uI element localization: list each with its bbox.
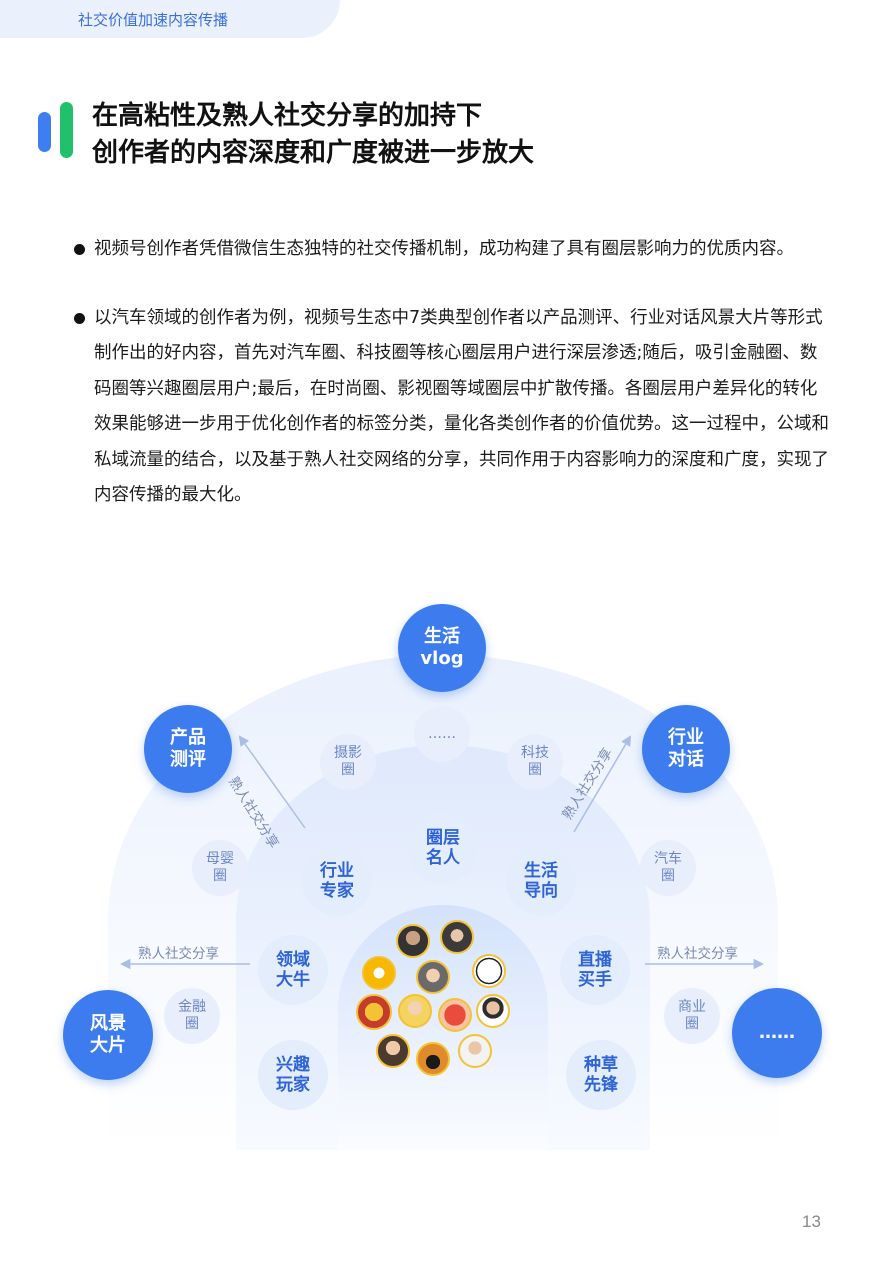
node-hobby-player: 兴趣 玩家 — [258, 1040, 328, 1110]
node-grass-pioneer: 种草 先锋 — [566, 1040, 636, 1110]
creator-avatar — [362, 956, 396, 990]
arrow-label-right: 熟人社交分享 — [657, 946, 738, 962]
bullet-dot-icon — [74, 312, 85, 324]
creator-avatar — [440, 920, 474, 954]
creator-avatar — [416, 960, 450, 994]
node-industry-dialogue: 行业 对话 — [642, 705, 730, 793]
creator-avatar — [356, 994, 392, 1030]
node-lifestyle-guide: 生活 导向 — [506, 846, 576, 916]
bullet-text: 以汽车领域的创作者为例，视频号生态中7类典型创作者以产品测评、行业对话风景大片等… — [94, 307, 829, 506]
bullet-dot-icon — [74, 244, 85, 255]
creator-avatar — [398, 994, 432, 1028]
creator-avatar — [458, 1034, 492, 1068]
creator-avatar — [472, 954, 506, 988]
arrow-upper-left — [238, 735, 306, 829]
bullet-item: 视频号创作者凭借微信生态独特的社交传播机制，成功构建了具有圈层影响力的优质内容。 — [74, 232, 834, 268]
node-tech-circle: 科技 圈 — [507, 734, 563, 790]
page-number: 13 — [802, 1212, 821, 1231]
bullet-list: 视频号创作者凭借微信生态独特的社交传播机制，成功构建了具有圈层影响力的优质内容。… — [74, 232, 834, 547]
node-more-circles: …… — [414, 706, 470, 762]
page-title: 在高粘性及熟人社交分享的加持下 创作者的内容深度和广度被进一步放大 — [92, 98, 534, 172]
creator-avatar — [416, 1042, 450, 1076]
creator-avatar — [396, 924, 430, 958]
node-finance-circle: 金融 圈 — [164, 988, 220, 1044]
green-accent-bar — [60, 102, 73, 158]
node-product-review: 产品 测评 — [144, 705, 232, 793]
arrow-upper-right — [573, 735, 632, 833]
node-mother-baby-circle: 母婴 圈 — [192, 840, 248, 896]
node-business-circle: 商业 圈 — [664, 988, 720, 1044]
creator-avatar — [438, 998, 472, 1032]
node-more-outer: …… — [732, 988, 822, 1078]
title-line-2: 创作者的内容深度和广度被进一步放大 — [92, 138, 535, 168]
node-auto-circle: 汽车 圈 — [640, 840, 696, 896]
creator-avatar — [476, 994, 510, 1028]
creator-avatar — [376, 1034, 410, 1068]
node-photography-circle: 摄影 圈 — [320, 734, 376, 790]
bullet-text: 视频号创作者凭借微信生态独特的社交传播机制，成功构建了具有圈层影响力的优质内容。 — [94, 239, 794, 259]
arrow-label-left: 熟人社交分享 — [138, 946, 219, 962]
node-industry-expert: 行业 专家 — [302, 846, 372, 916]
node-landscape-film: 风景 大片 — [63, 990, 153, 1080]
node-domain-master: 领域 大牛 — [258, 935, 328, 1005]
section-header-tab: 社交价值加速内容传播 — [0, 0, 340, 38]
creator-influence-diagram: 熟人社交分享 熟人社交分享 熟人社交分享 熟人社交分享 生活 vlog 产品 测… — [0, 590, 886, 1170]
section-title: 社交价值加速内容传播 — [78, 11, 229, 29]
node-live-seller: 直播 买手 — [560, 935, 630, 1005]
title-line-1: 在高粘性及熟人社交分享的加持下 — [92, 101, 483, 131]
bullet-item: 以汽车领域的创作者为例，视频号生态中7类典型创作者以产品测评、行业对话风景大片等… — [74, 301, 834, 514]
blue-accent-bar — [38, 112, 51, 152]
node-lifestyle-vlog: 生活 vlog — [398, 604, 486, 692]
node-circle-celebrity: 圈层 名人 — [408, 813, 478, 883]
